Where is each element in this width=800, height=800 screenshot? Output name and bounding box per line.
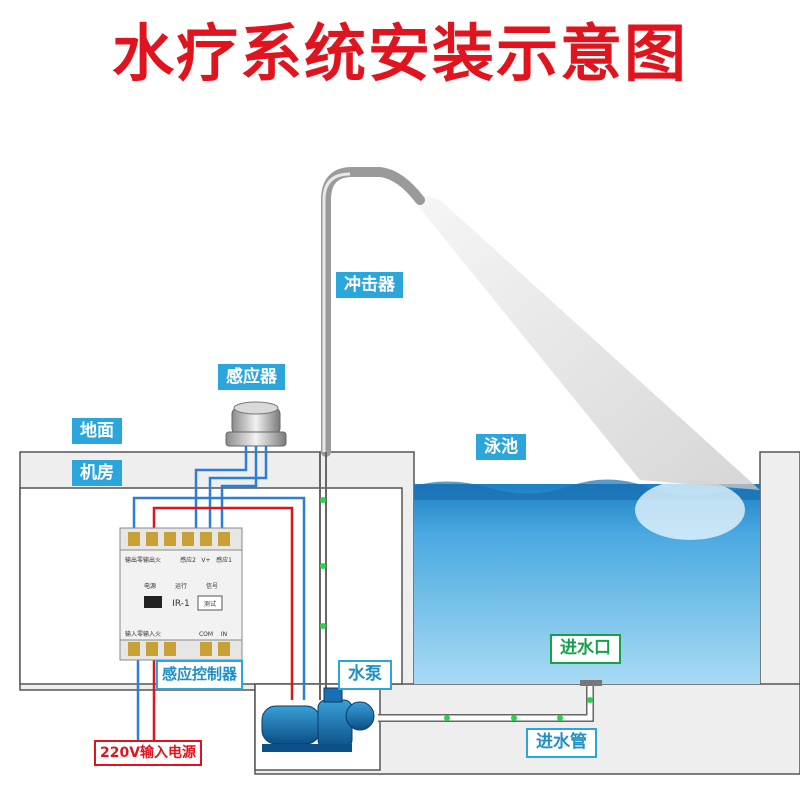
controller-terminal-top: 感应1 xyxy=(216,556,232,564)
wires xyxy=(132,446,306,740)
sensor-device xyxy=(225,401,287,447)
inlet-pipe-label: 进水管 xyxy=(526,728,597,758)
machine-room-label: 机房 xyxy=(72,460,122,486)
power-label: 220V输入电源 xyxy=(94,740,203,766)
sensor-label: 感应器 xyxy=(218,364,285,390)
impactor-label: 冲击器 xyxy=(336,272,403,298)
pool-label: 泳池 xyxy=(476,434,526,460)
controller-terminal-top: V+ xyxy=(201,557,210,564)
controller-indicator: 电源 xyxy=(144,582,156,590)
pump-label: 水泵 xyxy=(338,660,392,690)
impactor-pipe xyxy=(321,167,425,457)
controller-terminal-bottom: 输入零 xyxy=(125,630,143,638)
controller-indicator: 信号 xyxy=(206,582,218,590)
controller-terminal-top: 输出零 xyxy=(125,556,143,564)
controller-terminal-top: 感应2 xyxy=(180,556,196,564)
inlet-label: 进水口 xyxy=(550,634,621,664)
page-title: 水疗系统安装示意图 xyxy=(111,17,688,90)
controller-terminal-bottom: 输入火 xyxy=(143,630,161,638)
water-pump xyxy=(261,687,375,752)
splash xyxy=(635,480,745,540)
controller-test-button: 测试 xyxy=(204,600,216,608)
controller-model: IR-1 xyxy=(172,599,190,609)
inlet-opening xyxy=(580,680,602,686)
impactor-pipe-highlight xyxy=(322,172,351,452)
water-jet xyxy=(405,190,760,490)
controller-label: 感应控制器 xyxy=(156,660,244,690)
controller-terminal-top: 输出火 xyxy=(143,556,161,564)
controller-indicator: 运行 xyxy=(175,582,187,590)
controller-terminal-bottom: COM xyxy=(199,631,213,638)
controller-terminal-bottom: IN xyxy=(221,631,227,638)
ground-label: 地面 xyxy=(72,418,122,444)
sensor-controller: IR-1 测试 xyxy=(119,527,243,661)
